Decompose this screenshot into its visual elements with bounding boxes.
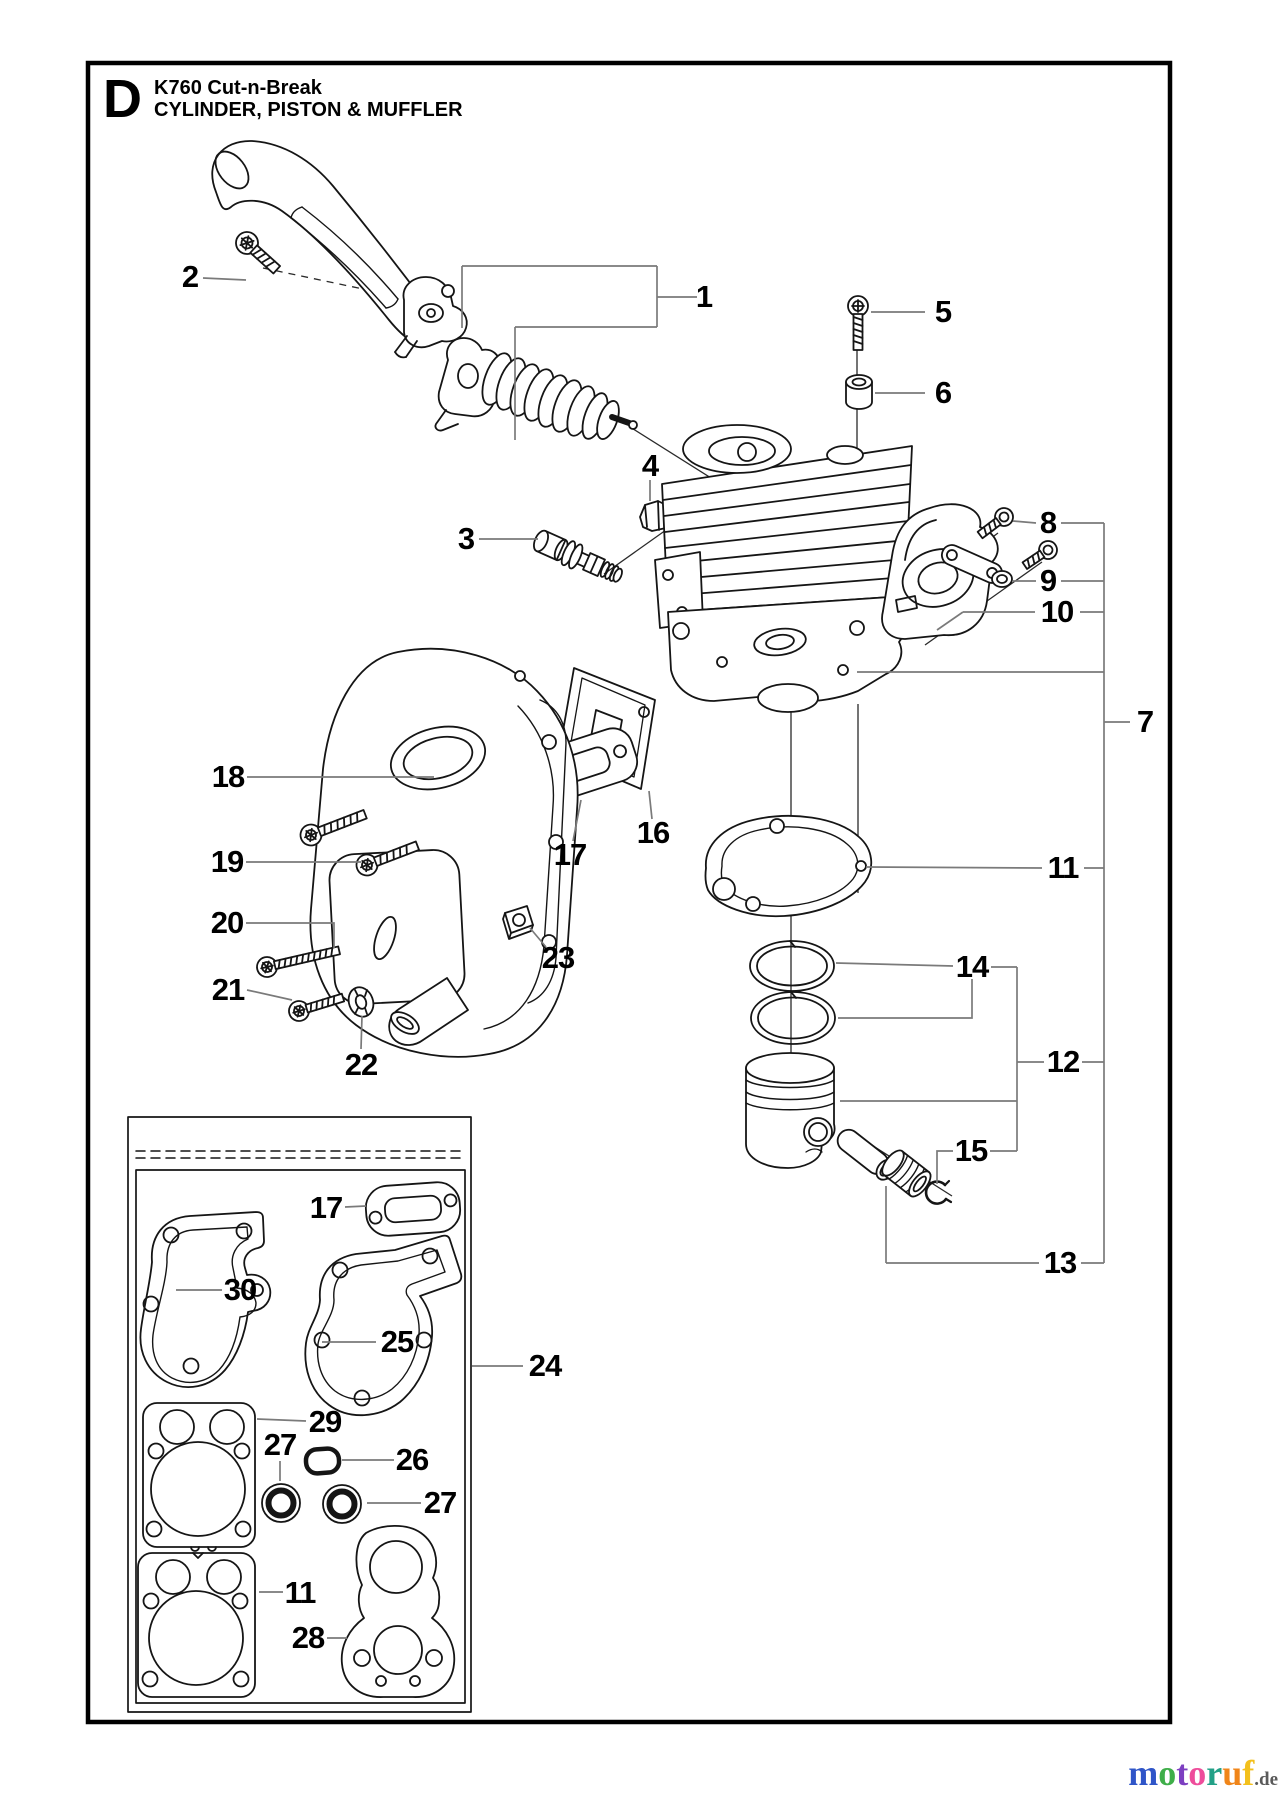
washer-22	[347, 986, 375, 1018]
callout-2: 2	[181, 259, 199, 294]
callout-13: 13	[1043, 1245, 1077, 1280]
screw-21	[288, 992, 346, 1022]
callout-9: 9	[1039, 563, 1057, 598]
decompression-valve-3	[533, 529, 623, 583]
callout-7: 7	[1136, 704, 1154, 739]
inset-gasket-30	[139, 1211, 272, 1389]
callout-11-inset: 11	[284, 1575, 317, 1610]
guard-screw-8	[976, 507, 1014, 540]
page-border	[85, 60, 1173, 1725]
inset-exhaust-gasket-17	[364, 1181, 462, 1237]
guard-screw-8b	[1021, 540, 1058, 570]
callout-21: 21	[211, 972, 245, 1007]
callout-6: 6	[934, 375, 952, 410]
callout-11: 11	[1047, 850, 1080, 885]
nut-23	[502, 905, 534, 940]
callout-22: 22	[344, 1047, 378, 1082]
callout-3: 3	[457, 521, 475, 556]
section-letter: D	[103, 69, 142, 129]
bushing-6	[845, 374, 873, 410]
callout-10: 10	[1040, 594, 1074, 629]
piston-12	[745, 1052, 836, 1169]
muffler-body	[309, 647, 579, 1058]
callout-17-inset: 17	[309, 1190, 343, 1225]
motoruf-logo[interactable]: motoruf.de	[1098, 1752, 1278, 1794]
callout-26: 26	[395, 1442, 429, 1477]
screw-20	[256, 945, 341, 978]
callout-16: 16	[636, 815, 670, 850]
screw-18	[299, 809, 368, 847]
callout-1: 1	[695, 279, 713, 314]
inset-gasket-11	[137, 1552, 256, 1698]
handle-tube	[211, 140, 439, 347]
screw-19	[355, 840, 420, 877]
leader-lines	[176, 265, 1130, 1639]
model-title: K760 Cut-n-Break	[154, 77, 322, 99]
inset-seal-27-left	[261, 1483, 301, 1523]
callout-17: 17	[553, 837, 587, 872]
inset-ring-26	[303, 1446, 342, 1476]
callout-12: 12	[1046, 1044, 1080, 1079]
callout-24: 24	[528, 1348, 562, 1383]
callout-18: 18	[211, 759, 245, 794]
screw-2	[235, 231, 281, 275]
tension-spring	[481, 352, 638, 440]
tensioner-bracket	[394, 276, 468, 359]
callout-27-right: 27	[423, 1485, 457, 1520]
callout-20: 20	[210, 905, 244, 940]
callout-19: 19	[210, 844, 244, 879]
screw-5	[847, 295, 869, 351]
callout-30: 30	[223, 1272, 257, 1307]
piston-rings-14	[749, 940, 836, 1045]
cylinder-gasket-11	[704, 815, 873, 918]
callout-23: 23	[541, 940, 575, 975]
callout-28: 28	[291, 1620, 325, 1655]
header: D K760 Cut-n-Break CYLINDER, PISTON & MU…	[103, 69, 463, 129]
callout-27-left: 27	[263, 1427, 297, 1462]
inset-gasket-28	[340, 1524, 456, 1698]
callout-14: 14	[955, 949, 989, 984]
inset-seal-27-right	[322, 1484, 362, 1524]
muffler-guard	[881, 503, 999, 640]
motoruf-logo-word[interactable]: motoruf	[1128, 1753, 1255, 1793]
inset-gasket-25	[304, 1234, 463, 1417]
gasket-kit-bag-24	[127, 1116, 472, 1713]
callout-29: 29	[308, 1404, 342, 1439]
callout-15: 15	[954, 1133, 988, 1168]
needle-bearing-13	[881, 1149, 932, 1198]
circlip-15	[924, 1179, 953, 1205]
guard-washer-9	[991, 570, 1013, 588]
cylinder	[654, 424, 917, 713]
inset-gasket-29	[142, 1402, 256, 1552]
callout-8: 8	[1039, 505, 1057, 540]
callout-4: 4	[641, 448, 659, 483]
callout-25: 25	[380, 1324, 414, 1359]
page-title: CYLINDER, PISTON & MUFFLER	[154, 99, 463, 121]
motoruf-logo-suffix[interactable]: .de	[1254, 1769, 1278, 1790]
callout-5: 5	[934, 294, 952, 329]
